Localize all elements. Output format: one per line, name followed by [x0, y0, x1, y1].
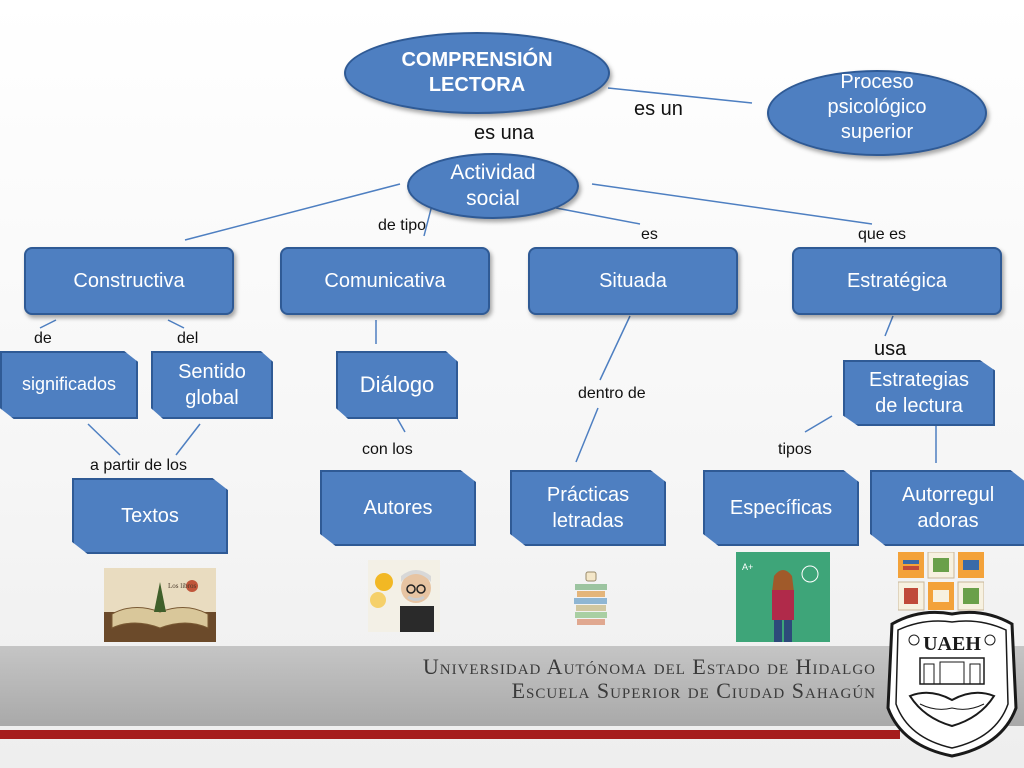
- node-dialogo: Diálogo: [336, 351, 458, 419]
- footer-band: [0, 646, 1024, 726]
- connector-significados-textos: [87, 423, 121, 456]
- node-proceso: Proceso psicológico superior: [767, 70, 987, 156]
- node-autores-label: Autores: [363, 497, 433, 519]
- author-portrait: [368, 560, 440, 632]
- connector-dentro-practicas: [575, 407, 599, 463]
- connector-constructiva-de: [39, 319, 57, 329]
- footer-school-name: Escuela Superior de Ciudad Sahagún: [511, 678, 876, 703]
- connector-actividad-estrategica: [591, 183, 873, 225]
- node-estrategica-label: Estratégica: [846, 270, 948, 292]
- label-con-los: con los: [362, 441, 413, 458]
- node-proceso-label: Proceso psicológico superior: [827, 71, 927, 143]
- node-situada: Situada: [528, 247, 738, 315]
- label-dentro-de: dentro de: [578, 385, 646, 402]
- node-estrategica: Estratégica: [792, 247, 1002, 315]
- node-especificas-label: Específicas: [729, 497, 833, 519]
- connector-constructiva-del: [167, 319, 185, 329]
- label-de: de: [34, 330, 52, 347]
- reading-strategies-icons: [898, 552, 984, 612]
- node-comunicativa-label: Comunicativa: [324, 270, 446, 292]
- node-main-topic-label: COMPRENSIÓN LECTORA: [401, 49, 553, 96]
- connector-situada-dentro: [599, 315, 631, 381]
- node-significados: significados: [0, 351, 138, 419]
- stacked-books-icon: [572, 570, 610, 628]
- uaeh-crest-logo: UAEH: [880, 600, 1024, 760]
- node-main-topic: COMPRENSIÓN LECTORA: [344, 32, 610, 114]
- label-a-partir-de-los: a partir de los: [90, 457, 187, 474]
- label-que-es: que es: [858, 226, 907, 243]
- node-situada-label: Situada: [599, 270, 667, 292]
- label-es-un: es un: [634, 98, 683, 120]
- node-autorreguladoras-label: Autorregul adoras: [901, 484, 995, 532]
- svg-text:A+: A+: [742, 562, 753, 572]
- label-es-una: es una: [474, 122, 535, 144]
- svg-text:Los libros: Los libros: [168, 582, 196, 590]
- connector-main-proceso: [607, 87, 753, 104]
- footer-red-stripe: [0, 730, 900, 739]
- student-chalkboard-photo: A+: [736, 552, 830, 642]
- node-practicas-label: Prácticas letradas: [546, 484, 630, 532]
- connector-sentido-textos: [175, 423, 201, 456]
- connector-actividad-situada: [555, 207, 641, 225]
- node-sentido-global-label: Sentido global: [178, 361, 246, 409]
- connector-estrategias-tipos: [804, 415, 833, 433]
- node-practicas: Prácticas letradas: [510, 470, 666, 546]
- svg-text:UAEH: UAEH: [923, 633, 981, 655]
- label-tipos: tipos: [778, 441, 812, 458]
- node-constructiva-label: Constructiva: [73, 270, 185, 292]
- node-actividad: Actividad social: [407, 153, 579, 219]
- label-de-tipo: de tipo: [378, 217, 427, 234]
- node-sentido-global: Sentido global: [151, 351, 273, 419]
- connector-actividad-comunicativa: [423, 204, 433, 237]
- connector-actividad-constructiva: [184, 183, 401, 241]
- connector-estrategica-usa: [884, 315, 894, 337]
- label-es: es: [641, 226, 658, 243]
- node-textos-label: Textos: [121, 505, 179, 527]
- node-comunicativa: Comunicativa: [280, 247, 490, 315]
- connector-dialogo-autores: [396, 417, 406, 433]
- node-constructiva: Constructiva: [24, 247, 234, 315]
- label-del: del: [177, 330, 199, 347]
- footer-university-name: Universidad Autónoma del Estado de Hidal…: [422, 654, 876, 679]
- node-dialogo-label: Diálogo: [359, 371, 435, 397]
- label-usa: usa: [874, 338, 907, 360]
- node-estrategias: Estrategias de lectura: [843, 360, 995, 426]
- open-book-illustration: Los libros: [104, 568, 216, 642]
- node-significados-label: significados: [21, 374, 117, 395]
- node-autorreguladoras: Autorregul adoras: [870, 470, 1024, 546]
- node-especificas: Específicas: [703, 470, 859, 546]
- node-textos: Textos: [72, 478, 228, 554]
- node-actividad-label: Actividad social: [450, 160, 536, 210]
- node-estrategias-label: Estrategias de lectura: [868, 369, 970, 417]
- node-autores: Autores: [320, 470, 476, 546]
